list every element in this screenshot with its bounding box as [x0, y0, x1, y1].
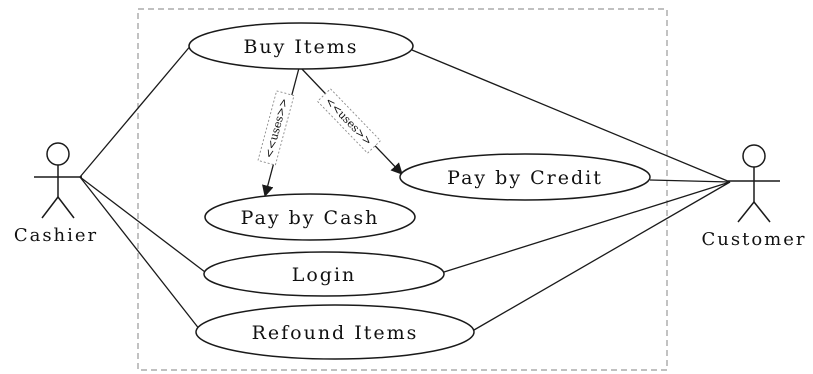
- use-case-refound-items[interactable]: Refound Items: [195, 304, 475, 360]
- use-case-pay-by-credit-label: Pay by Credit: [447, 167, 603, 189]
- associations: [79, 43, 731, 331]
- use-case-buy-items-label: Buy Items: [243, 36, 358, 58]
- actor-customer-label: Customer: [702, 229, 807, 250]
- use-case-login-label: Login: [292, 264, 357, 286]
- association-customer-pay-by-credit: [649, 179, 731, 183]
- association-customer-refound-items: [473, 181, 731, 331]
- actor-cashier-label: Cashier: [14, 225, 98, 246]
- actor-cashier[interactable]: [34, 142, 82, 219]
- use-case-refound-items-label: Refound Items: [252, 322, 419, 344]
- actor-cashier-head: [46, 142, 70, 166]
- use-case-pay-by-cash[interactable]: Pay by Cash: [204, 193, 416, 241]
- use-case-pay-by-credit[interactable]: Pay by Credit: [399, 153, 651, 201]
- use-case-login[interactable]: Login: [203, 251, 445, 297]
- use-case-pay-by-cash-label: Pay by Cash: [241, 207, 380, 229]
- association-customer-buy-items: [411, 49, 731, 183]
- association-cashier-buy-items: [79, 43, 193, 178]
- uses-label-cash: <<uses>>: [257, 90, 295, 166]
- association-cashier-login: [79, 176, 206, 273]
- actor-customer[interactable]: [728, 144, 780, 223]
- uses-label-credit: <<uses>>: [316, 88, 382, 154]
- association-cashier-refound-items: [79, 176, 201, 331]
- use-case-buy-items[interactable]: Buy Items: [188, 22, 414, 70]
- system-boundary: [137, 8, 668, 371]
- association-customer-login: [443, 181, 731, 273]
- actor-customer-head: [742, 144, 766, 168]
- uses-relations: [262, 67, 403, 198]
- uses-label-credit-text: <<uses>>: [323, 95, 375, 148]
